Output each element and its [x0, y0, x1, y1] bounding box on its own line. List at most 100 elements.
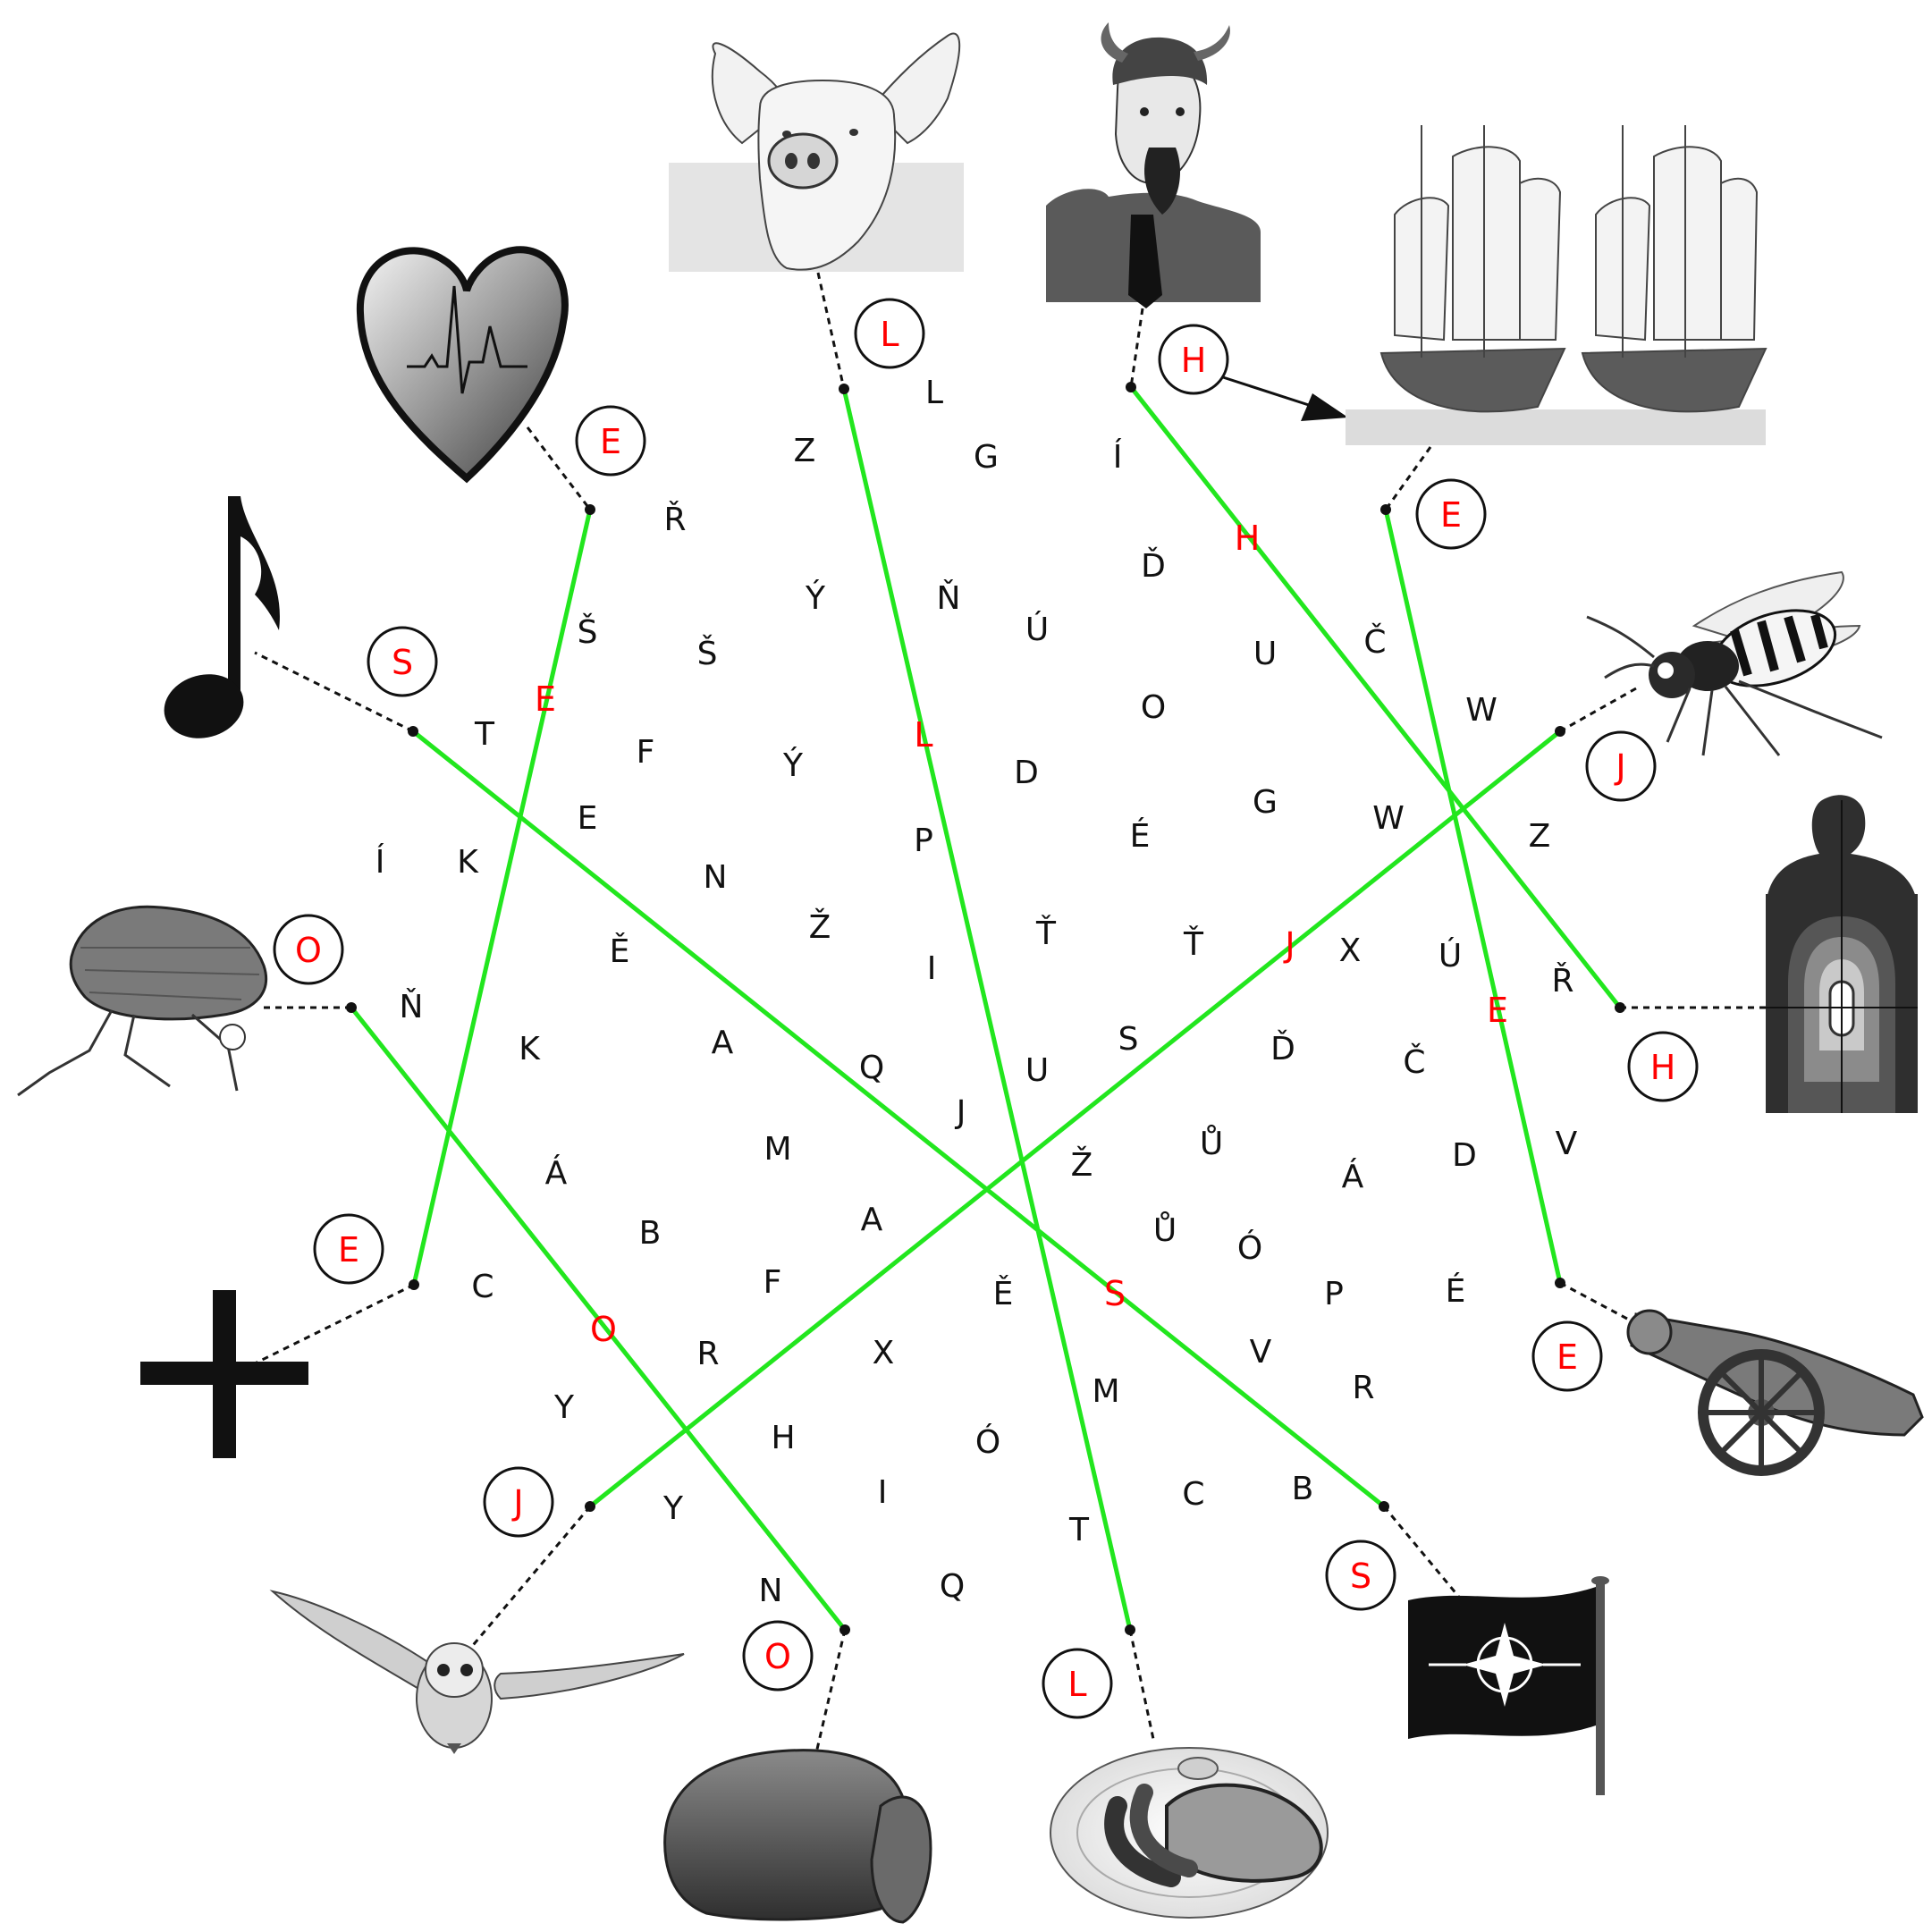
grid-letter[interactable]: B: [639, 1215, 662, 1252]
grid-letter[interactable]: G: [974, 439, 999, 476]
grid-letter[interactable]: Ť: [1035, 915, 1057, 952]
badge-cannon[interactable]: E: [1531, 1320, 1603, 1392]
grid-letter[interactable]: Č: [1363, 623, 1386, 661]
badge-target[interactable]: H: [1627, 1031, 1699, 1102]
dot-devil[interactable]: [1126, 382, 1136, 392]
grid-letter[interactable]: D: [1014, 755, 1039, 791]
grid-letter[interactable]: É: [1446, 1272, 1466, 1310]
dot-note[interactable]: [408, 726, 418, 737]
grid-letter[interactable]: Á: [1342, 1158, 1364, 1195]
grid-letter[interactable]: Q: [859, 1050, 884, 1086]
grid-letter[interactable]: K: [519, 1031, 541, 1067]
dot-pig[interactable]: [839, 384, 849, 394]
badge-bread[interactable]: O: [742, 1620, 814, 1692]
badge-pig[interactable]: L: [854, 298, 925, 369]
grid-letter[interactable]: Z: [794, 433, 816, 469]
dot-plus[interactable]: [409, 1279, 419, 1290]
dot-bread[interactable]: [839, 1624, 850, 1635]
grid-letter[interactable]: Ď: [1141, 547, 1166, 585]
dot-owl[interactable]: [585, 1501, 595, 1512]
badge-flea[interactable]: O: [273, 914, 344, 985]
grid-letter[interactable]: J: [955, 1094, 966, 1131]
badge-flag[interactable]: S: [1325, 1540, 1396, 1611]
grid-letter[interactable]: Ó: [1237, 1229, 1262, 1267]
grid-letter[interactable]: Ň: [937, 579, 961, 617]
grid-letter[interactable]: C: [471, 1269, 494, 1305]
grid-letter[interactable]: Ň: [400, 988, 424, 1025]
grid-letter[interactable]: T: [474, 716, 495, 753]
badge-ships[interactable]: E: [1415, 478, 1487, 550]
grid-letter[interactable]: L: [925, 375, 943, 411]
grid-letter[interactable]: O: [1141, 689, 1166, 726]
grid-letter[interactable]: Á: [545, 1154, 568, 1192]
dot-heart[interactable]: [585, 504, 595, 515]
grid-letter[interactable]: Ť: [1183, 925, 1204, 963]
badge-heart[interactable]: E: [575, 405, 646, 477]
badge-note[interactable]: S: [367, 626, 438, 697]
grid-letter[interactable]: É: [1130, 817, 1151, 855]
badge-owl[interactable]: J: [483, 1466, 554, 1538]
grid-letter[interactable]: Í: [1113, 438, 1123, 476]
grid-letter[interactable]: Y: [662, 1490, 684, 1527]
grid-letter[interactable]: P: [914, 823, 933, 859]
grid-letter[interactable]: Y: [553, 1389, 575, 1426]
grid-letter[interactable]: N: [759, 1573, 783, 1609]
grid-letter[interactable]: F: [764, 1264, 782, 1301]
grid-letter[interactable]: Ě: [993, 1275, 1014, 1312]
dot-flag[interactable]: [1379, 1501, 1389, 1512]
grid-letter[interactable]: A: [861, 1202, 883, 1238]
grid-letter[interactable]: Ř: [663, 501, 686, 538]
grid-letter[interactable]: Ú: [1438, 937, 1462, 974]
grid-letter[interactable]: I: [927, 950, 937, 987]
grid-letter[interactable]: Z: [1529, 818, 1551, 855]
grid-letter[interactable]: H: [771, 1420, 795, 1456]
dot-cannon[interactable]: [1555, 1278, 1565, 1288]
dot-flea[interactable]: [346, 1002, 357, 1013]
dot-wasp[interactable]: [1555, 726, 1565, 737]
grid-letter[interactable]: R: [696, 1336, 719, 1372]
badge-sausages[interactable]: L: [1042, 1648, 1113, 1719]
grid-letter[interactable]: Ě: [610, 932, 630, 970]
grid-letter[interactable]: Š: [697, 635, 718, 672]
grid-letter[interactable]: A: [712, 1025, 734, 1061]
grid-letter[interactable]: F: [637, 734, 655, 771]
grid-letter[interactable]: S: [1118, 1021, 1139, 1058]
grid-letter[interactable]: M: [1092, 1373, 1119, 1410]
grid-letter[interactable]: C: [1182, 1476, 1204, 1513]
grid-letter[interactable]: I: [878, 1474, 888, 1511]
grid-letter[interactable]: Ů: [1200, 1124, 1223, 1162]
grid-letter[interactable]: R: [1352, 1370, 1374, 1406]
grid-letter[interactable]: M: [764, 1131, 791, 1168]
grid-letter[interactable]: D: [1452, 1137, 1477, 1174]
grid-letter[interactable]: Ý: [805, 579, 826, 617]
grid-letter[interactable]: Ý: [782, 747, 804, 784]
grid-letter[interactable]: X: [1339, 932, 1362, 969]
grid-letter[interactable]: Ú: [1025, 611, 1049, 648]
grid-letter[interactable]: Í: [375, 843, 385, 881]
grid-letter[interactable]: Š: [578, 613, 598, 651]
grid-letter[interactable]: U: [1253, 636, 1277, 672]
grid-letter[interactable]: E: [578, 800, 598, 837]
grid-letter[interactable]: Ř: [1551, 962, 1573, 1000]
grid-letter[interactable]: V: [1250, 1334, 1272, 1371]
grid-letter[interactable]: B: [1292, 1471, 1314, 1507]
badge-wasp[interactable]: J: [1585, 730, 1657, 802]
grid-letter[interactable]: Ž: [809, 908, 831, 946]
grid-letter[interactable]: X: [873, 1335, 895, 1371]
grid-letter[interactable]: W: [1372, 800, 1405, 837]
grid-letter[interactable]: T: [1068, 1512, 1090, 1548]
badge-plus[interactable]: E: [313, 1213, 384, 1285]
badge-devil[interactable]: H: [1158, 324, 1229, 395]
grid-letter[interactable]: Č: [1403, 1043, 1425, 1081]
dot-ships[interactable]: [1380, 504, 1391, 515]
grid-letter[interactable]: U: [1025, 1052, 1049, 1089]
dot-sausages[interactable]: [1125, 1624, 1135, 1635]
grid-letter[interactable]: Ů: [1153, 1211, 1177, 1249]
grid-letter[interactable]: Ó: [975, 1423, 1000, 1461]
grid-letter[interactable]: V: [1556, 1126, 1578, 1162]
dot-target[interactable]: [1615, 1002, 1625, 1013]
grid-letter[interactable]: K: [457, 844, 479, 881]
grid-letter[interactable]: P: [1324, 1276, 1344, 1312]
grid-letter[interactable]: G: [1253, 784, 1278, 821]
grid-letter[interactable]: N: [704, 859, 728, 896]
